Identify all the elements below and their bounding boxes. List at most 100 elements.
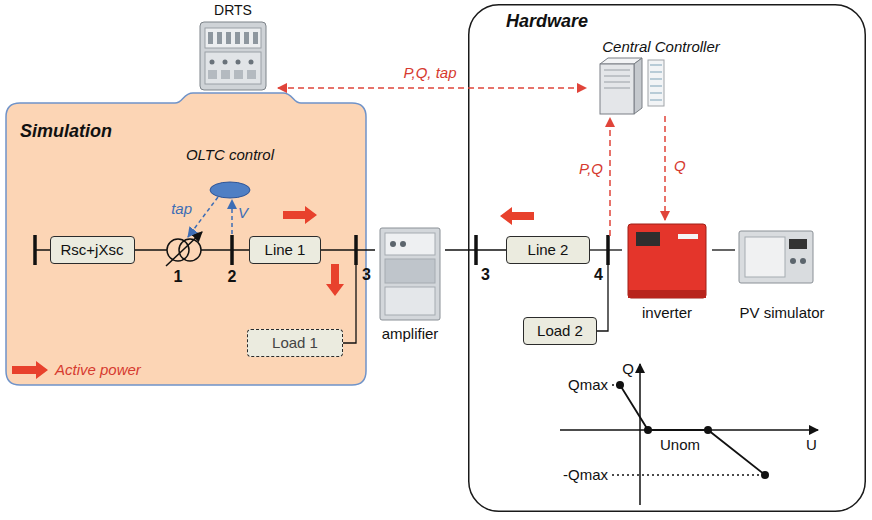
power-line [590, 249, 622, 250]
inverter-logo [678, 234, 698, 239]
power-flow-arrow [283, 206, 317, 224]
node-label: OLTC control [186, 146, 274, 164]
impedance-box: Rsc+jXsc [50, 236, 135, 264]
axis-label: U [806, 436, 817, 454]
cabinet-body [380, 228, 440, 320]
node-label: PV simulator [739, 304, 824, 322]
device-slot [234, 70, 243, 79]
device-card [244, 32, 249, 44]
legend-arrow [12, 361, 48, 379]
device-slot [221, 70, 230, 79]
node-label: Line 2 [528, 241, 569, 259]
curve-point [704, 426, 712, 434]
cabinet-panel [385, 233, 435, 255]
wire [35, 249, 167, 250]
axis-label: Q [622, 360, 634, 378]
device-card [217, 32, 222, 44]
load-wire [343, 265, 356, 343]
signal-name: P,Q [579, 160, 603, 178]
node-label: Rsc+jXsc [61, 241, 124, 259]
supply-knob [790, 258, 796, 264]
device-card [253, 32, 258, 44]
legend-entry: Active power [55, 361, 141, 379]
inverter-base [628, 290, 706, 298]
controller-device: Central Controller [586, 38, 736, 116]
rack-slot [650, 100, 662, 101]
axis-value: Qmax [568, 376, 608, 394]
node-label: Hardware [506, 10, 588, 32]
signal-name: P,Q, tap [401, 64, 458, 82]
node-label: Simulation [20, 120, 112, 142]
supply-knob [800, 258, 806, 264]
amplifier-device: amplifier [375, 225, 445, 343]
cabinet-knob [390, 241, 396, 247]
controller-ellipse: OLTC control [174, 146, 286, 200]
curve-point [616, 381, 624, 389]
connector-label: P,Q, tap [401, 64, 458, 82]
bus-number: 3 [362, 266, 371, 284]
device-light [210, 60, 215, 65]
bus-number: 2 [228, 268, 237, 286]
bus-number: 4 [594, 266, 603, 284]
voltage-signal-arrow [231, 200, 233, 234]
load-box: Load 1 [247, 329, 343, 357]
device-light [236, 60, 241, 65]
node-label: Load 1 [272, 334, 318, 352]
axis-value: Qmax [568, 376, 608, 394]
axis-label: Q [622, 360, 634, 378]
supply-body [739, 231, 813, 283]
region-outline [6, 93, 366, 385]
bus-bar [33, 235, 37, 265]
droop-curve [620, 385, 765, 475]
bus-number: 3 [362, 266, 371, 284]
bus-number: 1 [174, 268, 183, 286]
controller-symbol [210, 182, 250, 198]
server-slot [604, 88, 630, 89]
device-card [235, 32, 240, 44]
device-body [200, 22, 266, 90]
server-front [600, 64, 634, 114]
device-slot [208, 70, 217, 79]
power-flow-arrow [326, 264, 344, 296]
axis-value: -Qmax [563, 466, 608, 484]
axis-value: Unom [660, 436, 700, 454]
device-light [223, 60, 228, 65]
region-outline [469, 5, 866, 512]
q-axis [639, 364, 641, 505]
simulator-device: DRTS [188, 2, 278, 92]
measurement-arrow [609, 118, 611, 236]
rack-slot [650, 86, 662, 87]
curve-point [761, 471, 769, 479]
rack-slot [650, 65, 662, 66]
line-box: Line 1 [249, 236, 321, 264]
cabinet-panel [385, 287, 435, 315]
bus-number: 3 [481, 266, 490, 284]
power-line [321, 249, 375, 250]
signal-name: tap [171, 200, 192, 218]
device-slot [247, 70, 256, 79]
rack-slot [650, 79, 662, 80]
power-flow-arrow [500, 207, 534, 225]
node-label: Load 2 [537, 322, 583, 340]
axis-value: Unom [660, 436, 700, 454]
signal-name: V [238, 204, 248, 222]
power-line [445, 249, 506, 250]
cabinet-panel [385, 259, 435, 283]
supply-display [789, 239, 807, 249]
inverter-display [636, 232, 660, 246]
inverter-body [628, 224, 706, 298]
pv-simulator-device: PV simulator [735, 225, 829, 322]
signal-name: tap [171, 200, 192, 218]
device-card [208, 32, 213, 44]
server-slot [604, 76, 630, 77]
bus-number: 3 [481, 266, 490, 284]
line-box: Line 2 [506, 236, 590, 264]
axis-label: U [806, 436, 817, 454]
server-slot [604, 70, 630, 71]
bus-bar [230, 235, 234, 265]
server-slot [604, 82, 630, 83]
signal-name: P,Q [579, 160, 603, 178]
bus-number: 1 [174, 268, 183, 286]
bus-number: 4 [594, 266, 603, 284]
node-label: amplifier [382, 325, 439, 343]
